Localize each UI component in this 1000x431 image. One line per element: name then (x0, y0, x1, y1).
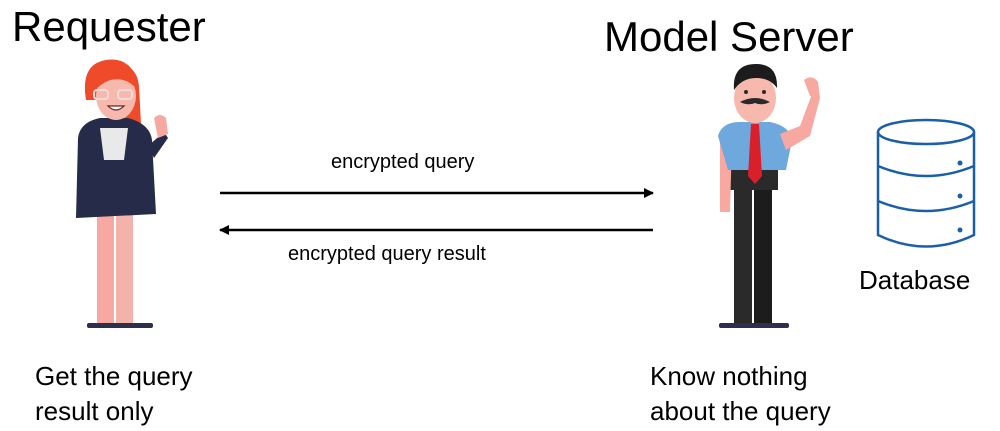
requester-glasses-right (117, 89, 133, 100)
requester-caption-line-2: result only (35, 396, 154, 426)
server-hair (733, 64, 778, 90)
server-eye-right (762, 90, 766, 94)
database-icon (876, 118, 976, 248)
database-label: Database (859, 265, 971, 295)
server-caption-line-2: about the query (650, 396, 831, 426)
requester-shoes (87, 323, 153, 328)
requester-arm (148, 132, 168, 158)
server-caption-line-1: Know nothing (650, 361, 808, 391)
requester-face (96, 72, 136, 120)
requester-coat (76, 118, 156, 218)
requester-smile (106, 105, 126, 111)
requester-caption-line-1: Get the query (35, 361, 193, 391)
requester-title: Requester (12, 3, 206, 50)
server-left-leg (734, 188, 752, 326)
requester-blouse (100, 128, 128, 160)
model-server-title: Model Server (604, 13, 854, 60)
requester-glasses-left (93, 89, 109, 100)
encrypted-query-label: encrypted query (331, 151, 475, 173)
server-right-leg (754, 188, 772, 326)
server-hand (804, 77, 820, 98)
requester-figure (76, 59, 168, 328)
model-server-figure (718, 64, 820, 328)
server-tie (748, 124, 762, 184)
encrypted-query-result-label: encrypted query result (288, 243, 486, 265)
server-shoes (719, 323, 789, 328)
server-eye-left (744, 90, 748, 94)
server-mustache (740, 98, 770, 105)
requester-right-leg (116, 214, 133, 326)
server-right-arm (780, 94, 820, 150)
requester-hand (154, 115, 168, 138)
requester-left-leg (97, 214, 114, 326)
requester-hair-front (93, 64, 140, 92)
server-caption: Know nothing about the query (650, 359, 950, 429)
requester-caption: Get the query result only (35, 359, 295, 429)
